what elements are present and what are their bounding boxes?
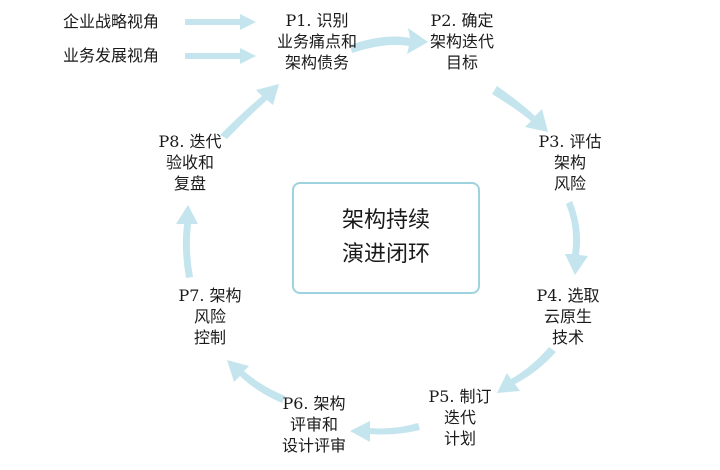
center-title-line-2: 演进闭环 [341, 242, 430, 267]
input-arrow-business [185, 48, 256, 64]
step-p7-line-1: P7. 架构 [178, 286, 242, 305]
step-p4: P4. 选取 云原生 技术 [518, 285, 618, 348]
step-p3-line-1: P3. 评估 [538, 132, 602, 151]
step-p3-line-2: 架构 [553, 153, 586, 172]
cycle-arrow-p1-p2 [350, 28, 428, 54]
cycle-arrow-p7-p8 [176, 205, 198, 278]
step-p2-line-3: 目标 [445, 53, 478, 72]
step-p1: P1. 识别 业务痛点和 架构债务 [262, 10, 372, 73]
step-p5-line-1: P5. 制订 [428, 387, 492, 406]
step-p4-line-3: 技术 [551, 328, 584, 347]
input-label-business: 业务发展视角 [63, 46, 160, 65]
input-label-strategy: 企业战略视角 [63, 12, 160, 31]
step-p5: P5. 制订 迭代 计划 [412, 386, 508, 449]
step-p3-line-3: 风险 [553, 174, 586, 193]
step-p6: P6. 架构 评审和 设计评审 [262, 393, 366, 456]
step-p6-line-1: P6. 架构 [282, 394, 346, 413]
step-p4-line-2: 云原生 [543, 307, 592, 326]
step-p7: P7. 架构 风险 控制 [160, 285, 260, 348]
cycle-arrow-p6-p7 [227, 360, 285, 403]
cycle-arrow-p8-p1 [220, 84, 279, 139]
step-p3: P3. 评估 架构 风险 [520, 131, 620, 194]
input-arrow-strategy [185, 14, 256, 30]
step-p4-line-1: P4. 选取 [536, 286, 600, 305]
center-title-line-1: 架构持续 [341, 208, 430, 233]
step-p1-line-1: P1. 识别 [285, 11, 349, 30]
step-p7-line-2: 风险 [193, 307, 226, 326]
step-p2-line-1: P2. 确定 [430, 11, 494, 30]
step-p8-line-1: P8. 迭代 [158, 132, 222, 151]
step-p6-line-3: 设计评审 [281, 436, 346, 455]
step-p1-line-2: 业务痛点和 [276, 32, 357, 51]
cycle-arrow-p2-p3 [492, 86, 548, 132]
step-p1-line-3: 架构债务 [284, 53, 349, 72]
step-p8-line-2: 验收和 [165, 153, 214, 172]
cycle-arrow-p5-p6 [350, 421, 420, 442]
step-p2: P2. 确定 架构迭代 目标 [412, 10, 512, 73]
step-p5-line-2: 迭代 [443, 408, 476, 427]
step-p8-line-3: 复盘 [173, 174, 206, 193]
center-box: 架构持续 演进闭环 [292, 182, 480, 294]
step-p7-line-3: 控制 [193, 328, 226, 347]
step-p6-line-2: 评审和 [289, 415, 338, 434]
step-p8: P8. 迭代 验收和 复盘 [140, 131, 240, 194]
cycle-arrow-p4-p5 [497, 347, 556, 393]
step-p2-line-2: 架构迭代 [429, 32, 494, 51]
step-p5-line-3: 计划 [443, 429, 476, 448]
cycle-arrow-p3-p4 [565, 201, 588, 275]
